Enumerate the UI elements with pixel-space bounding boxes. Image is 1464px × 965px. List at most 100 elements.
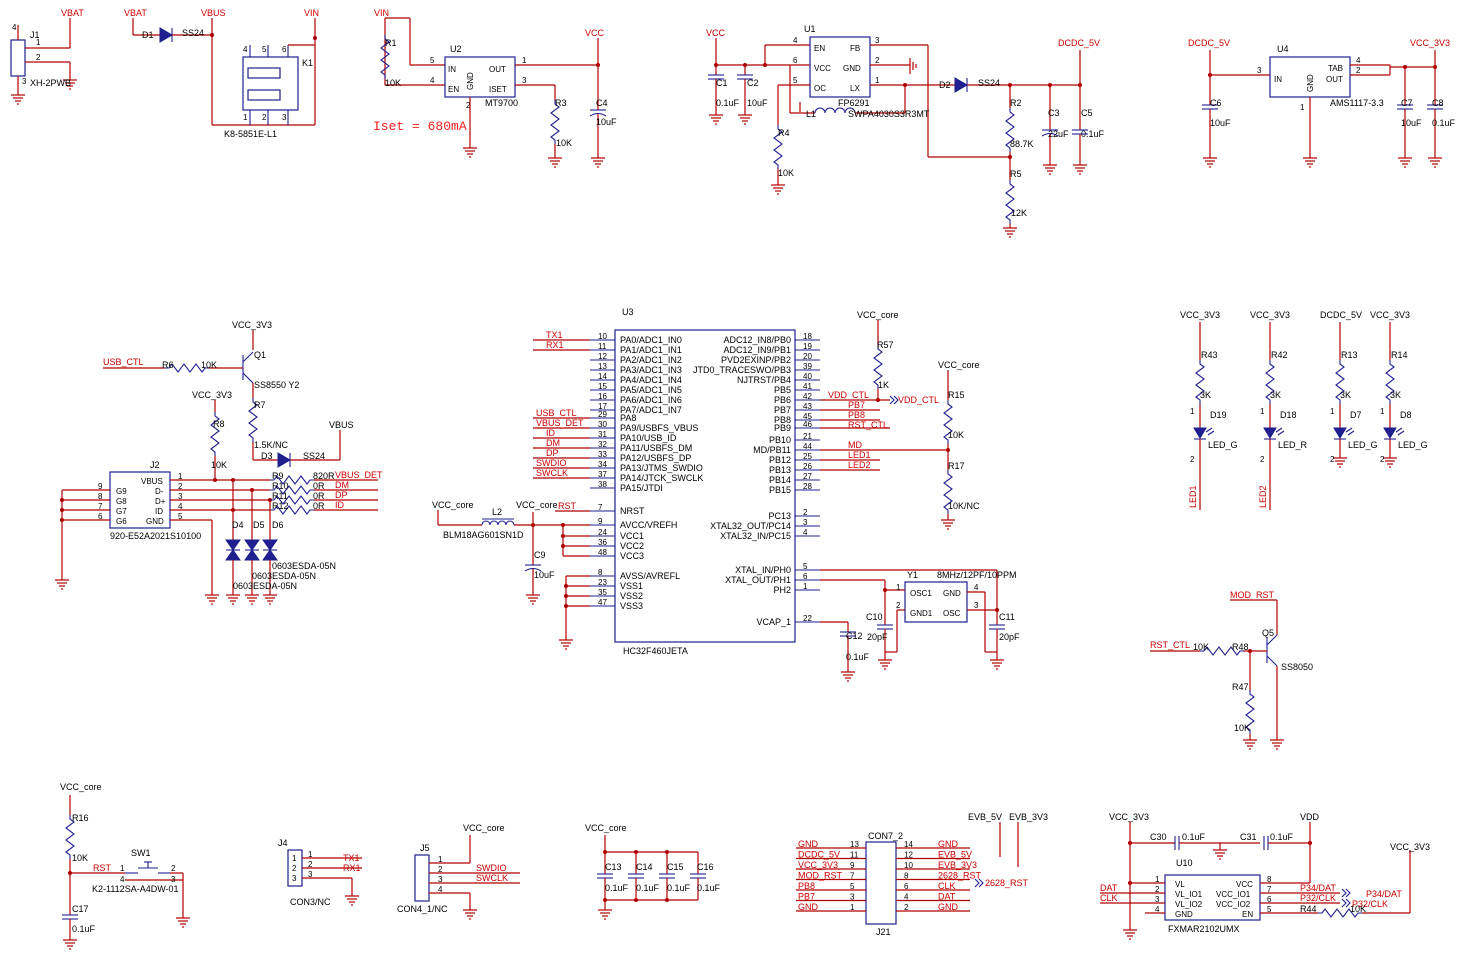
u3-pin-number: 32 <box>598 440 607 449</box>
net-vcccore-u3: VCC_core <box>516 500 558 510</box>
u3-pin-number: 24 <box>598 528 607 537</box>
r15-value: 10K <box>948 430 964 440</box>
u3-pin-name: VCC2 <box>620 541 644 551</box>
svg-text:3: 3 <box>282 113 287 122</box>
j21-right-pin: 6 <box>904 882 909 891</box>
j2-pin-g6: G6 <box>116 517 127 526</box>
net-pb7-u3: PB7 <box>848 400 865 410</box>
svg-text:4: 4 <box>1155 905 1160 914</box>
u3-pin-number: 36 <box>598 538 607 547</box>
net-rstctl-u3: RST_CTL <box>848 420 888 430</box>
j21-right-net: GND <box>938 839 959 849</box>
net-rstctl-q5: RST_CTL <box>1150 640 1190 650</box>
net-vcc-u2: VCC <box>585 28 605 38</box>
r10-ref: R10 <box>272 481 289 491</box>
u1-pin-gnd: GND <box>843 64 861 73</box>
net-vcc3v3-led1: VCC_3V3 <box>1180 310 1220 320</box>
r10-value: 0R <box>313 481 325 491</box>
net-vbusdet-u3: VBUS_DET <box>536 418 584 428</box>
svg-text:4: 4 <box>120 875 125 884</box>
c11-ref: C11 <box>999 612 1015 622</box>
u3-pin-number: 42 <box>803 392 812 401</box>
svg-text:1: 1 <box>120 864 125 873</box>
u3-pin-name: PC13 <box>768 511 791 521</box>
u3-pin-number: 9 <box>598 517 603 526</box>
u3-pin-name: XTAL_IN/PH0 <box>735 565 791 575</box>
c2-value: 10uF <box>747 98 768 108</box>
j21-ref: J21 <box>876 927 891 937</box>
svg-text:2: 2 <box>875 56 880 65</box>
r12-ref: R12 <box>272 501 289 511</box>
svg-text:5: 5 <box>178 512 183 521</box>
u3-pin-number: 31 <box>598 430 607 439</box>
u3-pin-number: 41 <box>803 382 812 391</box>
c31-value: 0.1uF <box>1270 832 1294 842</box>
u3-pin-name: VSS1 <box>620 581 643 591</box>
status-led-block: VCC_3V3 R43 3K D19 LED_G LED1 12 VCC_3V3… <box>1180 310 1428 510</box>
j21-left-pin: 7 <box>850 872 855 881</box>
j21-left-net: GND <box>798 902 819 912</box>
led-d8: VCC_3V3 R14 3K D8 LED_G 12 <box>1370 310 1428 468</box>
u3-pin-number: 35 <box>598 588 607 597</box>
c8-ref: C8 <box>1432 98 1444 108</box>
y1-pin-osc: OSC <box>943 609 961 618</box>
net-dcdc5v-led: DCDC_5V <box>1320 310 1362 320</box>
q5-value: SS8050 <box>1281 662 1313 672</box>
d2-ref: D2 <box>939 80 951 90</box>
net-vbat-j1: VBAT <box>61 8 84 18</box>
u4-pin-in: IN <box>1274 75 1282 84</box>
svg-text:3: 3 <box>1257 66 1262 75</box>
u4-pin-out: OUT <box>1326 75 1343 84</box>
net-led1-u3: LED1 <box>848 450 871 460</box>
u2-pin-iset: ISET <box>489 85 507 94</box>
u4-pin-tab: TAB <box>1328 64 1343 73</box>
j21-left-pin: 9 <box>850 861 855 870</box>
u3-pin-name: JTD0_TRACESWO/PB3 <box>693 365 791 375</box>
d1-value: SS24 <box>182 28 204 38</box>
net-led2-u3: LED2 <box>848 460 871 470</box>
r17-value: 10K/NC <box>948 501 980 511</box>
l2-ref: L2 <box>492 507 502 517</box>
c10-ref: C10 <box>866 612 883 622</box>
u1-pin-oc: OC <box>814 84 826 93</box>
c7-ref: C7 <box>1401 98 1413 108</box>
j21-right-pin: 4 <box>904 893 909 902</box>
r12-value: 0R <box>313 501 325 511</box>
d18-value: LED_R <box>1278 440 1308 450</box>
svg-text:3: 3 <box>1155 895 1160 904</box>
r7-value: 1.5K/NC <box>254 440 289 450</box>
r42-ref: R42 <box>1271 350 1288 360</box>
net-dm-u3: DM <box>546 438 560 448</box>
r48-ref: R48 <box>1232 642 1249 652</box>
net-tx1-j4: TX1 <box>343 853 360 863</box>
c1-ref: C1 <box>716 78 728 88</box>
led-d7: DCDC_5V R13 3K D7 LED_G 12 <box>1320 310 1378 468</box>
svg-text:3: 3 <box>308 870 313 879</box>
u3-pin-number: 8 <box>598 568 603 577</box>
net-vbus-d3: VBUS <box>329 420 354 430</box>
c4-ref: C4 <box>596 98 608 108</box>
c13-value: 0.1uF <box>605 883 629 893</box>
u1-value: FP6291 <box>838 98 870 108</box>
net-dp-u3: DP <box>546 448 559 458</box>
svg-text:1: 1 <box>1260 407 1265 416</box>
u3-pin-name: PA7/ADC1_IN7 <box>620 405 682 415</box>
q1-value: SS8550 Y2 <box>254 380 299 390</box>
c7-value: 10uF <box>1401 118 1422 128</box>
u3-pin-name: PA4/ADC1_IN4 <box>620 375 682 385</box>
net-vcccore-j5: VCC_core <box>463 823 505 833</box>
net-modrst-q5: MOD_RST <box>1230 590 1275 600</box>
u3-pin-name: PA12/USBFS_DP <box>620 453 691 463</box>
c14-value: 0.1uF <box>636 883 660 893</box>
u10-pin-vl: VL <box>1175 880 1185 889</box>
net-p32clk-u10: P32/CLK <box>1300 893 1336 903</box>
u10-level-shifter-block: VCC_3V3 VDD VCC_3V3 C30 0.1uF C31 0.1uF … <box>1100 812 1430 940</box>
svg-text:2: 2 <box>1330 455 1335 464</box>
svg-text:2: 2 <box>36 53 41 62</box>
net-vddctl-u3: VDD_CTL <box>828 390 869 400</box>
d8-ref: D8 <box>1400 410 1412 420</box>
u3-pin-name: AVSS/AVREFL <box>620 571 680 581</box>
net-vbat-d1: VBAT <box>124 8 147 18</box>
